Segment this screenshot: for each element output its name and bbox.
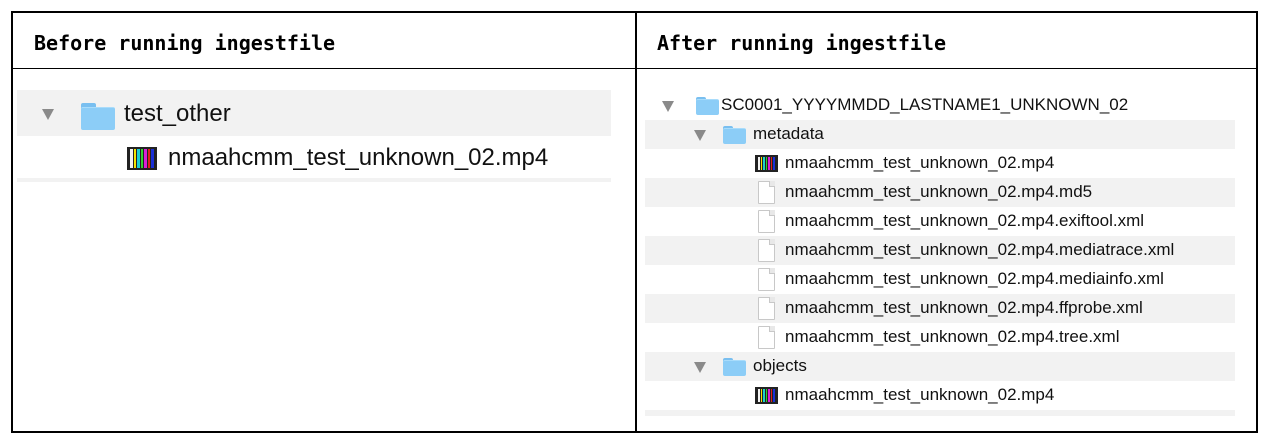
after-header: After running ingestfile [657,31,946,55]
file-name: nmaahcmm_test_unknown_02.mp4.md5 [785,182,1093,201]
disclosure-triangle-icon[interactable] [42,109,54,120]
file-name: nmaahcmm_test_unknown_02.mp4.ffprobe.xml [785,298,1143,317]
folder-icon [723,358,746,376]
document-icon [758,210,775,233]
video-file-icon [755,387,778,404]
document-icon [758,268,775,291]
folder-name: objects [753,356,807,375]
before-header: Before running ingestfile [34,31,336,55]
file-name: nmaahcmm_test_unknown_02.mp4.tree.xml [785,327,1120,346]
file-name: nmaahcmm_test_unknown_02.mp4.mediainfo.x… [785,269,1164,288]
header-divider [13,68,1256,69]
file-name: nmaahcmm_test_unknown_02.mp4 [785,153,1055,172]
folder-row-test-other[interactable]: test_other [17,90,611,136]
disclosure-triangle-icon[interactable] [694,130,706,141]
document-icon [758,239,775,262]
folder-icon [723,126,746,144]
file-name: nmaahcmm_test_unknown_02.mp4 [785,385,1055,404]
document-icon [758,326,775,349]
file-row[interactable]: nmaahcmm_test_unknown_02.mp4 [17,136,611,182]
folder-icon [81,103,115,130]
disclosure-triangle-icon[interactable] [694,362,706,373]
list-bottom-stripe [645,410,1235,416]
folder-name: SC0001_YYYYMMDD_LASTNAME1_UNKNOWN_02 [721,95,1129,114]
folder-row-metadata[interactable]: metadata [645,120,1235,149]
document-icon [758,297,775,320]
folder-name: test_other [124,100,231,127]
file-row[interactable]: nmaahcmm_test_unknown_02.mp4.md5 [645,178,1235,207]
file-name: nmaahcmm_test_unknown_02.mp4.exiftool.xm… [785,211,1145,230]
comparison-table: Before running ingestfile After running … [11,11,1258,433]
folder-row-objects[interactable]: objects [645,352,1235,381]
file-row[interactable]: nmaahcmm_test_unknown_02.mp4 [645,381,1235,410]
video-file-icon [755,155,778,172]
document-icon [758,181,775,204]
file-row[interactable]: nmaahcmm_test_unknown_02.mp4.ffprobe.xml [645,294,1235,323]
column-divider [635,13,637,431]
disclosure-triangle-icon[interactable] [662,101,674,112]
folder-icon [696,97,719,115]
file-row[interactable]: nmaahcmm_test_unknown_02.mp4.mediatrace.… [645,236,1235,265]
folder-name: metadata [753,124,824,143]
file-name: nmaahcmm_test_unknown_02.mp4.mediatrace.… [785,240,1175,259]
video-file-icon [127,147,157,170]
file-row[interactable]: nmaahcmm_test_unknown_02.mp4.exiftool.xm… [645,207,1235,236]
file-row[interactable]: nmaahcmm_test_unknown_02.mp4.mediainfo.x… [645,265,1235,294]
file-name: nmaahcmm_test_unknown_02.mp4 [168,144,549,171]
file-row[interactable]: nmaahcmm_test_unknown_02.mp4.tree.xml [645,323,1235,352]
folder-row-root[interactable]: SC0001_YYYYMMDD_LASTNAME1_UNKNOWN_02 [645,91,1235,120]
file-row[interactable]: nmaahcmm_test_unknown_02.mp4 [645,149,1235,178]
